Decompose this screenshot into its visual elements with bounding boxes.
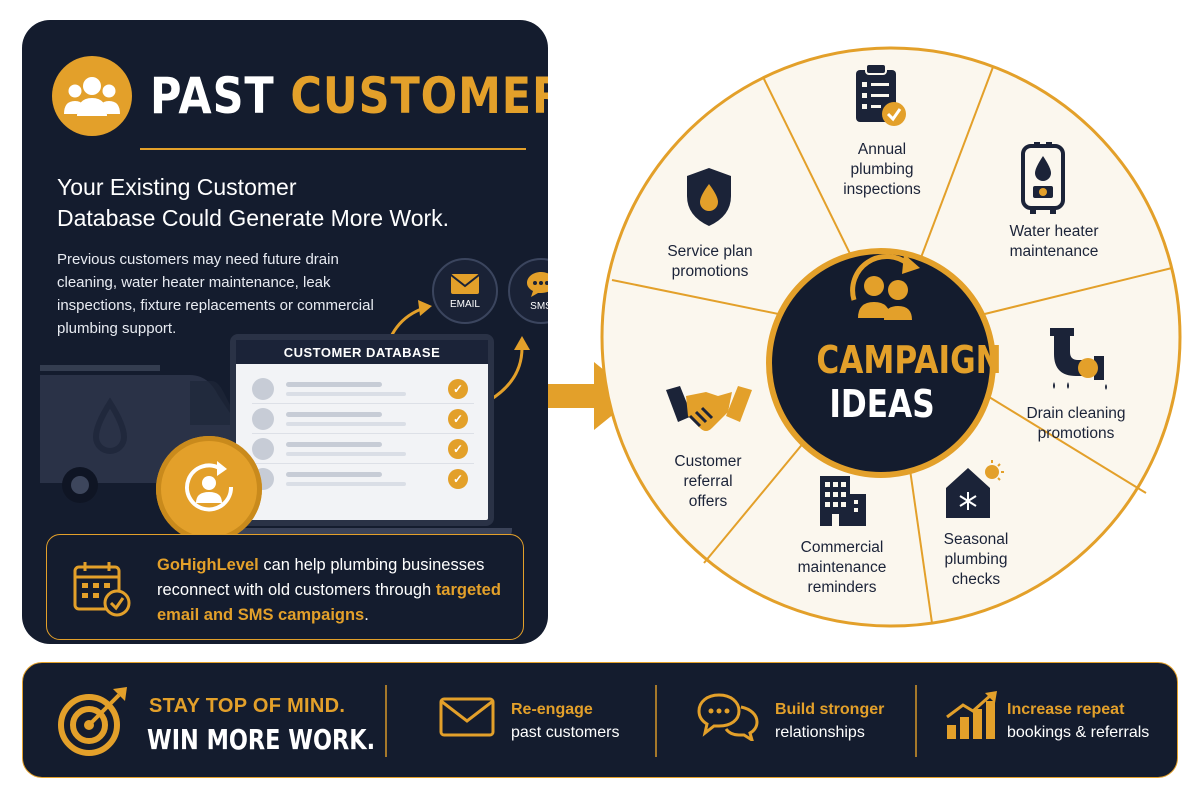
- wheel-center-title: CAMPAIGN IDEAS: [816, 338, 1002, 426]
- title-underline: [140, 148, 526, 150]
- callout-text: GoHighLevel can help plumbing businesses…: [157, 553, 517, 628]
- callout-middle: can help plumbing businesses reconnect w…: [157, 556, 485, 599]
- title-word-past: PAST: [150, 67, 275, 125]
- segment-commercial-reminders: Commercial maintenance reminders: [797, 539, 887, 596]
- pipe-drip-icon: [1050, 328, 1107, 390]
- benefit-2-sub: relationships: [775, 724, 865, 741]
- brand-name: GoHighLevel: [157, 556, 259, 574]
- bottom-headline-2: WIN MORE WORK.: [147, 723, 376, 756]
- people-group-icon: [52, 56, 132, 136]
- check-icon: ✓: [448, 439, 468, 459]
- center-line-1: CAMPAIGN: [816, 338, 1002, 382]
- segment-water-heater: Water heater maintenance: [1009, 223, 1099, 260]
- shield-drop-icon: [687, 168, 731, 226]
- check-icon: ✓: [448, 409, 468, 429]
- subheading-line-2: Database Could Generate More Work.: [57, 205, 450, 231]
- sms-label: SMS: [530, 300, 548, 312]
- check-icon: ✓: [448, 469, 468, 489]
- house-snow-sun-icon: [946, 460, 1004, 518]
- benefit-1-sub: past customers: [511, 724, 620, 741]
- benefit-3-sub: bookings & referrals: [1007, 724, 1150, 741]
- customer-database-screen: CUSTOMER DATABASE ✓ ✓ ✓ ✓: [230, 334, 494, 526]
- benefit-2-title: Build stronger: [775, 701, 885, 718]
- page-title: PAST CUSTOMERS: [150, 67, 548, 125]
- benefit-1-title: Re-engage: [511, 701, 593, 718]
- envelope-icon: [439, 697, 495, 737]
- segment-drain-cleaning: Drain cleaning promotions: [1026, 405, 1126, 442]
- bottom-headline-1: STAY TOP OF MIND.: [149, 695, 346, 717]
- gohighlevel-callout: GoHighLevel can help plumbing businesses…: [46, 534, 524, 640]
- growth-chart-icon: [946, 691, 997, 739]
- chat-bubble-icon: [527, 271, 548, 297]
- segment-service-plan: Service plan promotions: [667, 243, 753, 280]
- segment-referral-offers: Customer referral offers: [674, 453, 742, 510]
- target-arrow-icon: [58, 687, 127, 756]
- avatar: [252, 438, 274, 460]
- water-heater-icon: [1021, 142, 1065, 214]
- building-icon: [820, 476, 866, 526]
- segment-seasonal-checks: Seasonal plumbing checks: [943, 531, 1009, 588]
- bottom-benefits-bar: STAY TOP OF MIND. WIN MORE WORK. Re-enga…: [22, 662, 1178, 778]
- people-refresh-icon: [850, 253, 920, 320]
- avatar: [252, 408, 274, 430]
- divider: [385, 685, 387, 757]
- benefit-3-title: Increase repeat: [1007, 701, 1125, 718]
- past-customers-panel: PAST CUSTOMERS Your Existing Customer Da…: [22, 20, 548, 644]
- callout-highlight: targeted email and SMS campaigns: [157, 581, 501, 624]
- database-row: ✓: [252, 374, 474, 404]
- returning-customer-coin-icon: [156, 436, 262, 542]
- subheading: Your Existing Customer Database Could Ge…: [57, 172, 527, 234]
- title-word-customers: CUSTOMERS: [290, 67, 548, 125]
- body-paragraph: Previous customers may need future drain…: [57, 251, 374, 337]
- handshake-icon: [666, 386, 752, 431]
- email-label: EMAIL: [449, 298, 480, 310]
- database-row: ✓: [252, 404, 474, 434]
- avatar: [252, 378, 274, 400]
- database-row: ✓: [252, 434, 474, 464]
- panel-header: PAST CUSTOMERS: [52, 56, 548, 136]
- callout-period: .: [364, 606, 369, 624]
- chat-bubbles-icon: [697, 693, 759, 741]
- envelope-icon: [450, 273, 480, 294]
- divider: [655, 685, 657, 757]
- calendar-check-icon: [73, 562, 131, 617]
- database-row: ✓: [252, 464, 474, 494]
- check-icon: ✓: [448, 379, 468, 399]
- database-title: CUSTOMER DATABASE: [236, 340, 488, 364]
- email-channel-badge: EMAIL: [432, 258, 498, 324]
- clipboard-check-icon: [856, 63, 906, 126]
- segment-annual-inspections: Annual plumbing inspections: [843, 141, 921, 198]
- center-line-2: IDEAS: [829, 382, 935, 426]
- subheading-line-1: Your Existing Customer: [57, 174, 297, 200]
- divider: [915, 685, 917, 757]
